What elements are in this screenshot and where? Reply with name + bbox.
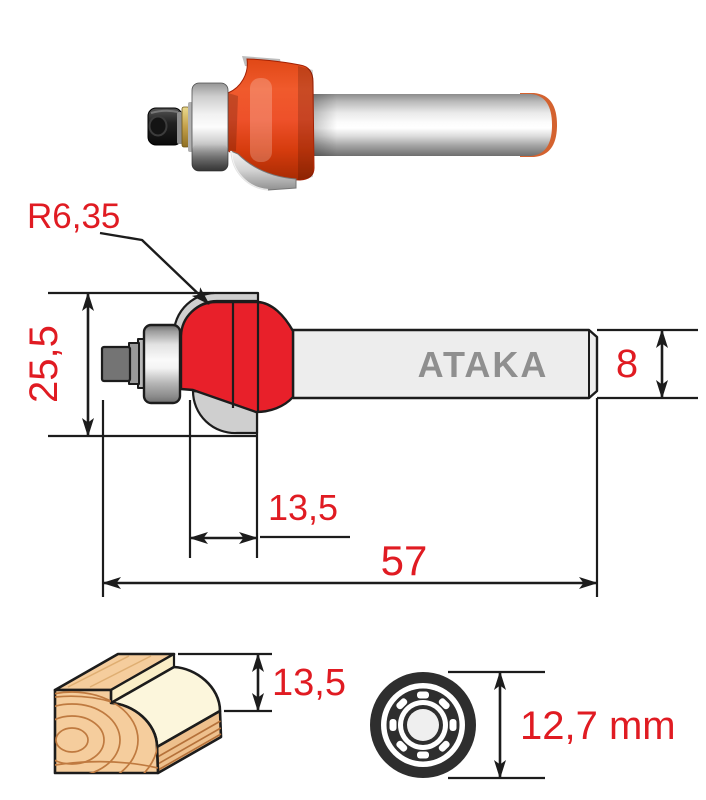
photo-cutter-right-facet <box>298 66 313 180</box>
technical-drawing: ATAKA R6,35 25,5 8 13,5 57 <box>22 197 698 597</box>
wood-profile-illustration: 13,5 <box>53 652 346 775</box>
photo-carbide-edge-highlight <box>229 150 269 192</box>
radius-label: R6,35 <box>27 197 120 236</box>
dimension-lines <box>82 292 668 589</box>
wood-front-face <box>53 688 160 775</box>
body-height-label: 25,5 <box>22 325 66 403</box>
bearing-bore <box>407 709 439 741</box>
wood-side-grain-1 <box>157 720 221 758</box>
photo-bearing-bottom-shade <box>192 144 228 171</box>
photo-shank-shadow <box>313 94 337 156</box>
wood-side-grain-2 <box>157 727 222 765</box>
photo-cutter-highlight <box>250 78 272 162</box>
drawing-screw <box>100 345 132 383</box>
bearing-balls <box>389 691 457 759</box>
profile-height-label: 13,5 <box>272 662 346 704</box>
brand-label: ATAKA <box>418 344 549 385</box>
cutting-length-label: 13,5 <box>268 487 338 528</box>
drawing-bearing <box>142 323 182 405</box>
photo-nut-highlight <box>150 109 179 114</box>
bearing-diameter-label: 12,7 mm <box>520 704 676 748</box>
photo-cutter-left-shade <box>227 93 238 151</box>
wood-front-grain <box>55 690 158 773</box>
photo-nut-hole <box>148 115 168 137</box>
bearing-front-view: 12,7 mm <box>370 670 676 780</box>
shank-diameter-label: 8 <box>616 342 638 386</box>
radius-leader-line <box>99 231 210 305</box>
overall-length-label: 57 <box>381 537 428 584</box>
photo-shank <box>313 94 552 156</box>
photo-washer-gold <box>181 106 190 148</box>
drawing-cutter-body <box>179 300 295 414</box>
product-photo <box>147 56 557 192</box>
photo-washer-1 <box>177 112 183 144</box>
extension-lines <box>48 291 698 597</box>
wood-side-grain-3 <box>157 733 222 771</box>
wood-top-grain-1 <box>67 655 130 688</box>
wood-top-grain-2 <box>89 655 152 688</box>
photo-cutter-body <box>226 58 315 181</box>
